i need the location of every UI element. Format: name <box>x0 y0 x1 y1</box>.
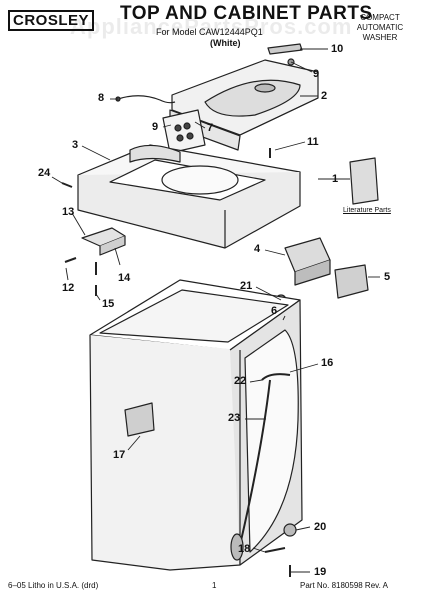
callout-15: 15 <box>102 298 115 310</box>
product-type: COMPACT AUTOMATIC WASHER <box>340 13 420 43</box>
dispenser-cup <box>334 264 369 299</box>
side-panel <box>244 329 299 553</box>
callout-8: 8 <box>98 92 105 104</box>
callout-11: 11 <box>307 136 319 148</box>
callout-24: 24 <box>38 167 51 179</box>
callout-20: 20 <box>314 521 327 533</box>
callout-22: 22 <box>234 375 247 387</box>
product-line-1: COMPACT AUTOMATIC <box>356 13 404 32</box>
callout-1: 1 <box>332 173 339 185</box>
callout-9-top: 9 <box>313 68 320 80</box>
callout-10: 10 <box>331 43 344 55</box>
callout-23: 23 <box>228 412 241 424</box>
callout-5: 5 <box>384 271 391 283</box>
callout-14: 14 <box>118 272 131 284</box>
page-number: 1 <box>212 581 217 590</box>
callout-21: 21 <box>240 280 253 292</box>
callout-16: 16 <box>321 357 334 369</box>
console-display <box>204 79 301 117</box>
litho-note: 6–05 Litho in U.S.A. (drd) <box>8 581 99 590</box>
callout-7: 7 <box>207 122 214 134</box>
color-note: (White) <box>210 38 241 48</box>
part-number: Part No. 8180598 Rev. A <box>300 581 388 590</box>
literature-part <box>349 157 379 205</box>
brand-logo: CROSLEY <box>8 10 95 31</box>
product-line-2: WASHER <box>362 33 398 42</box>
watermark: AppliancePartsPros.com <box>70 14 353 39</box>
callout-19: 19 <box>314 566 327 578</box>
callout-4: 4 <box>254 243 261 255</box>
model-subtitle: For Model CAW12444PQ1 <box>156 27 263 37</box>
callout-2: 2 <box>321 90 328 102</box>
callout-13: 13 <box>62 206 75 218</box>
page-title: TOP AND CABINET PARTS <box>120 3 373 24</box>
callout-12: 12 <box>62 282 75 294</box>
callout-17: 17 <box>113 449 126 461</box>
callout-9-mid: 9 <box>152 121 159 133</box>
literature-parts-label: Literature Parts <box>343 207 391 214</box>
callout-3: 3 <box>72 139 79 151</box>
lid-handle <box>124 402 155 437</box>
callout-18: 18 <box>238 543 251 555</box>
callout-6: 6 <box>271 305 278 317</box>
hinge-part <box>267 43 303 55</box>
